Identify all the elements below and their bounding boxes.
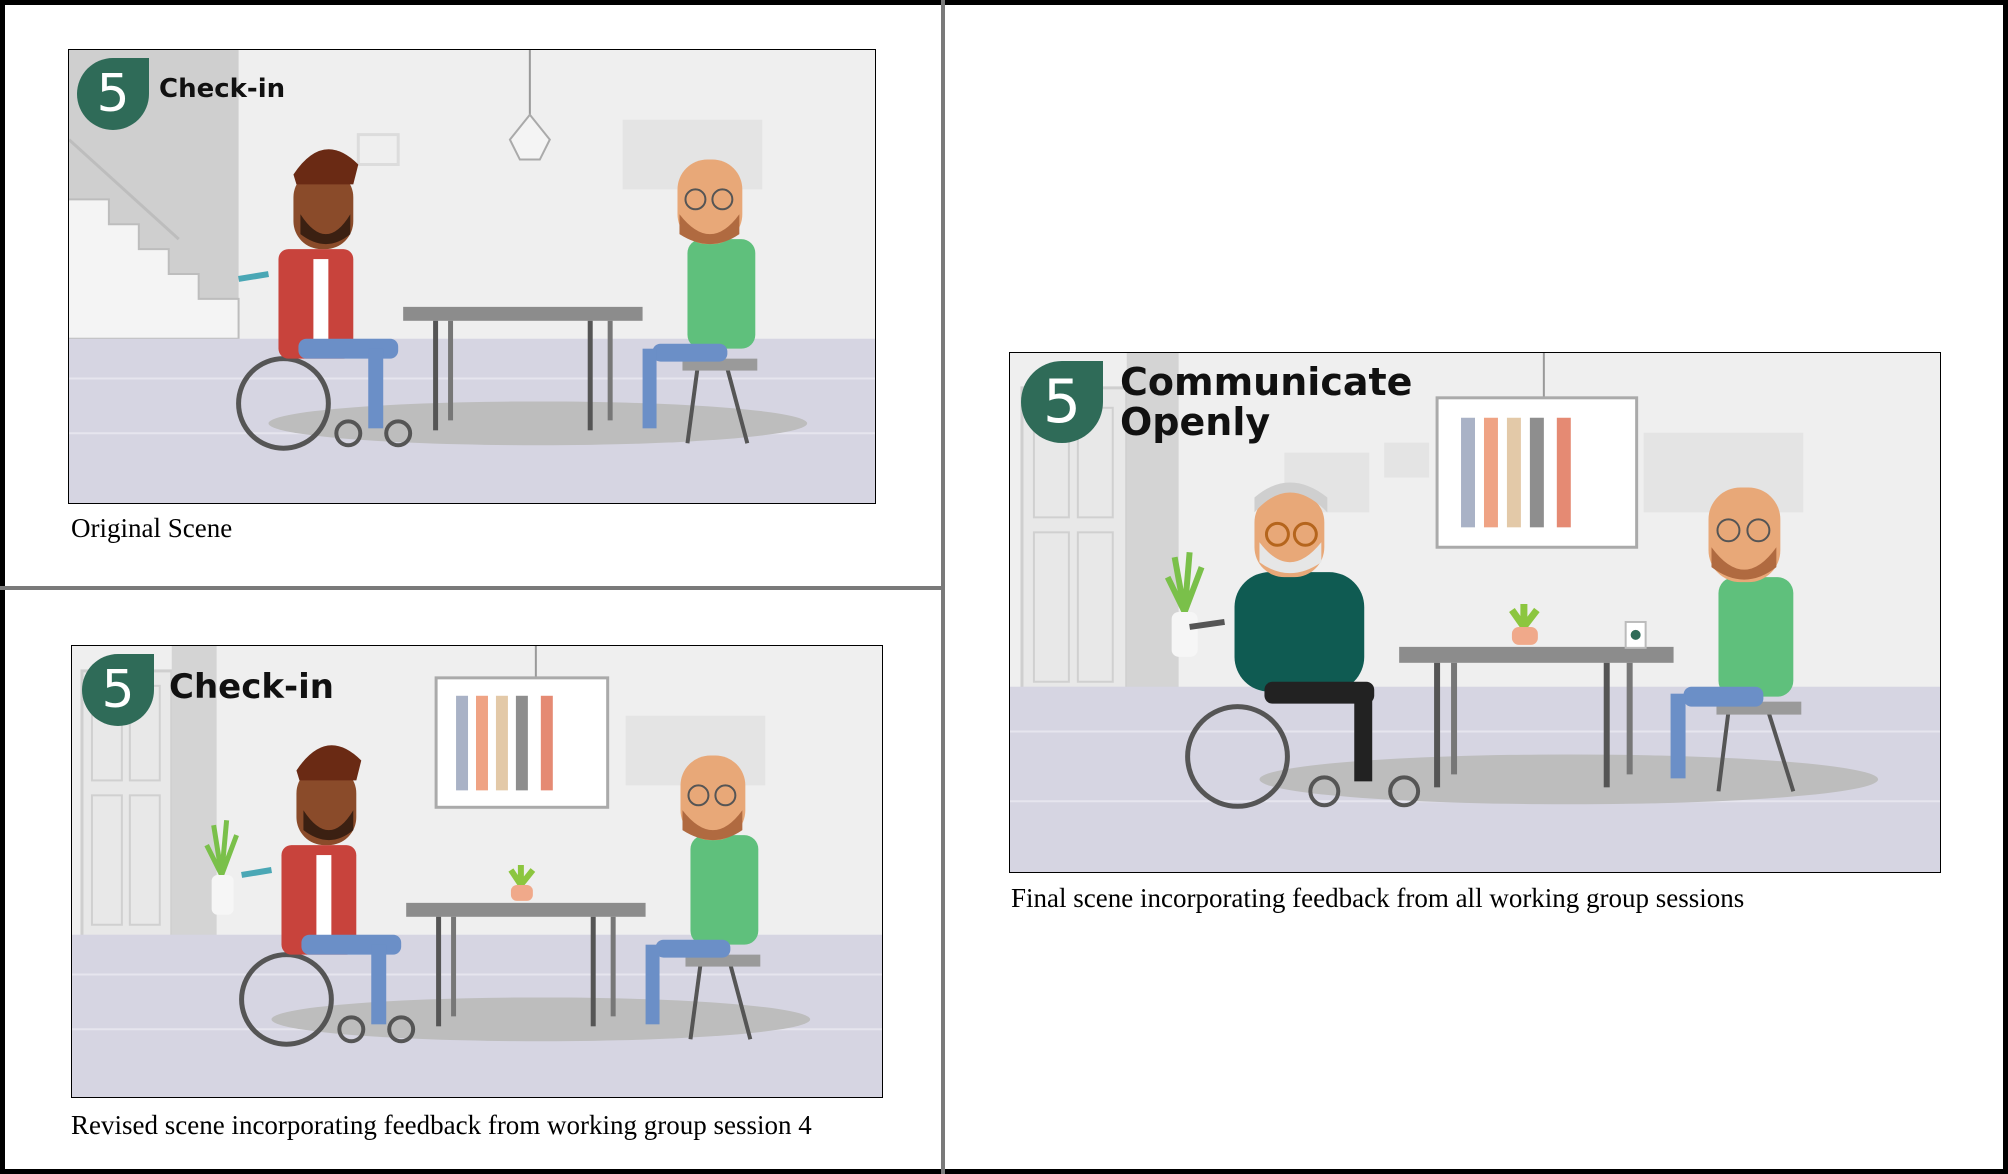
step-number-badge: 5 [1021, 361, 1103, 443]
vertical-divider [941, 0, 945, 1174]
step-number-badge: 5 [82, 654, 154, 726]
step-number: 5 [1042, 367, 1082, 437]
step-number-badge: 5 [77, 58, 149, 130]
scene-title-line-2: Openly [1120, 399, 1271, 444]
step-number: 5 [101, 660, 135, 720]
scene-title: Check-in [159, 74, 286, 104]
final-scene-image: 5 Communicate Openly [1009, 352, 1941, 873]
horizontal-divider [0, 586, 943, 590]
scene-title: Check-in [169, 667, 334, 707]
original-caption: Original Scene [71, 513, 233, 543]
step-number: 5 [96, 64, 130, 124]
final-caption: Final scene incorporating feedback from … [1011, 883, 1745, 913]
original-scene-image: 5 Check-in [68, 49, 876, 504]
revised-scene-illustration [72, 646, 882, 1097]
scene-title-line-1: Communicate [1120, 360, 1413, 404]
revised-caption: Revised scene incorporating feedback fro… [71, 1110, 812, 1140]
scene-title: Communicate Openly [1120, 360, 1413, 444]
revised-scene-image: 5 Check-in [71, 645, 883, 1098]
final-scene-illustration [1010, 353, 1940, 872]
original-scene-illustration [69, 50, 875, 503]
